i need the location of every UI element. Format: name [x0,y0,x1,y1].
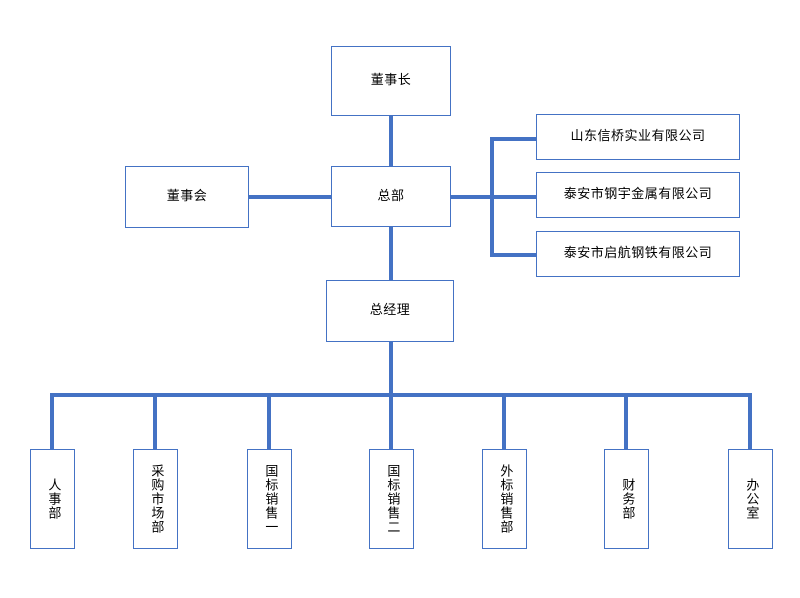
node-department-hr-label: 人事部 [45,478,61,520]
connector-board-to-headquarters [249,195,333,199]
node-general-manager-label: 总经理 [369,303,411,319]
connector-trunk-to-subsidiary-2 [490,195,537,199]
connector-trunk-to-subsidiary-1 [490,137,537,141]
node-board-of-directors-label: 董事会 [166,189,208,205]
connector-gm-to-department-bus [389,341,393,395]
node-department-office-label: 办公室 [743,478,759,520]
node-department-gb-sales-2[interactable]: 国标销售二 [369,449,414,549]
node-headquarters[interactable]: 总部 [331,166,451,227]
node-department-finance-label: 财务部 [619,478,635,520]
connector-bus-to-dept3 [267,393,271,450]
node-department-gb-sales-2-label: 国标销售二 [384,464,400,534]
node-chairman[interactable]: 董事长 [331,46,451,116]
connector-chairman-to-headquarters [389,116,393,166]
connector-bus-to-dept4 [389,393,393,450]
node-subsidiary-1-label: 山东信桥实业有限公司 [570,129,706,145]
node-department-office[interactable]: 办公室 [728,449,773,549]
connector-bus-to-dept5 [502,393,506,450]
node-subsidiary-1[interactable]: 山东信桥实业有限公司 [536,114,740,160]
node-department-procurement-market[interactable]: 采购市场部 [133,449,178,549]
node-subsidiary-2-label: 泰安市钢宇金属有限公司 [563,187,713,203]
node-department-gb-sales-1-label: 国标销售一 [262,464,278,534]
node-department-finance[interactable]: 财务部 [604,449,649,549]
node-department-export-sales[interactable]: 外标销售部 [482,449,527,549]
connector-headquarters-to-subsidiary-trunk [450,195,494,199]
connector-bus-to-dept7 [748,393,752,450]
node-subsidiary-3-label: 泰安市启航钢铁有限公司 [563,246,713,262]
node-headquarters-label: 总部 [377,188,405,204]
node-department-export-sales-label: 外标销售部 [497,464,513,534]
node-subsidiary-3[interactable]: 泰安市启航钢铁有限公司 [536,231,740,277]
node-department-hr[interactable]: 人事部 [30,449,75,549]
connector-bus-to-dept2 [153,393,157,450]
connector-department-bus [50,393,752,397]
connector-headquarters-to-gm [389,226,393,280]
node-general-manager[interactable]: 总经理 [326,280,454,342]
node-board-of-directors[interactable]: 董事会 [125,166,249,228]
connector-bus-to-dept1 [50,393,54,450]
node-department-gb-sales-1[interactable]: 国标销售一 [247,449,292,549]
node-chairman-label: 董事长 [370,73,412,89]
node-department-procurement-market-label: 采购市场部 [148,464,164,534]
node-subsidiary-2[interactable]: 泰安市钢宇金属有限公司 [536,172,740,218]
connector-trunk-to-subsidiary-3 [490,253,537,257]
connector-bus-to-dept6 [624,393,628,450]
